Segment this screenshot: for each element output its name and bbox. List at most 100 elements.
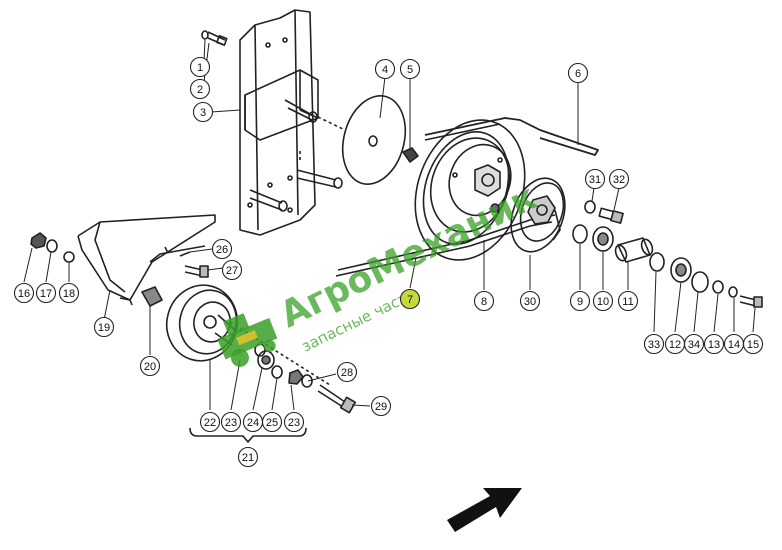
callout-circle	[35, 282, 57, 304]
callout-label: 5	[407, 64, 413, 76]
callout-4: 4	[374, 58, 396, 80]
watermark: АгроМеханик запасные части	[217, 177, 543, 367]
callout-label: 3	[200, 107, 206, 119]
callout-label: 22	[204, 417, 216, 429]
callout-27: 27	[221, 259, 243, 281]
callout-label: 23	[288, 417, 300, 429]
callout-circle	[742, 333, 764, 355]
callout-label: 16	[18, 288, 30, 300]
part-bushing-20	[141, 286, 163, 307]
part-disc-4	[341, 95, 407, 185]
callout-circle	[58, 282, 80, 304]
callout-label: 28	[341, 367, 353, 379]
callout-label: 18	[63, 288, 75, 300]
callout-label: 1	[197, 62, 203, 74]
callout-label: 10	[597, 296, 609, 308]
part-bushing-5	[402, 147, 419, 163]
callout-circle	[93, 316, 115, 338]
callout-circle	[220, 411, 242, 433]
part-washer-17	[46, 239, 58, 253]
part-bearing-24	[257, 350, 275, 370]
part-washer-31	[584, 200, 596, 214]
callout-circle	[569, 290, 591, 312]
callout-circle	[336, 361, 358, 383]
callout-circle	[13, 282, 35, 304]
callout-circle	[584, 168, 606, 190]
callout-label: 19	[98, 322, 110, 334]
callout-label: 12	[669, 339, 681, 351]
callout-label: 14	[728, 339, 740, 351]
callout-label: 20	[144, 361, 156, 373]
tractor-logo	[217, 313, 278, 367]
part-bolt-32	[598, 207, 624, 224]
callout-7: 7	[399, 288, 421, 310]
part-nut-28	[288, 369, 313, 388]
callout-24: 24	[242, 411, 264, 433]
callout-circle	[608, 168, 630, 190]
callout-circle	[211, 238, 233, 260]
callout-circle	[374, 58, 396, 80]
callout-label: 4	[382, 64, 388, 76]
callout-18: 18	[58, 282, 80, 304]
callout-circle	[399, 288, 421, 310]
part-bearing-10	[592, 226, 614, 252]
callout-16: 16	[13, 282, 35, 304]
callout-label: 21	[242, 452, 254, 464]
part-bolt-29	[317, 384, 357, 414]
part-washer-18	[63, 251, 75, 263]
callout-22: 22	[199, 411, 221, 433]
callout-label: 23	[225, 417, 237, 429]
callout-33: 33	[643, 333, 665, 355]
part-pulley-8	[414, 119, 526, 261]
callout-12: 12	[664, 333, 686, 355]
callout-25: 25	[261, 411, 283, 433]
callout-circle	[567, 62, 589, 84]
callout-circle	[643, 333, 665, 355]
callout-circle	[283, 411, 305, 433]
callout-label: 6	[575, 68, 581, 80]
callout-label: 26	[216, 244, 228, 256]
callout-29: 29	[370, 395, 392, 417]
callout-11: 11	[617, 290, 639, 312]
part-bracket-3	[239, 9, 346, 236]
callout-10: 10	[592, 290, 614, 312]
part-arm-19	[77, 214, 216, 306]
callout-label: 29	[375, 401, 387, 413]
callout-label: 11	[622, 296, 633, 308]
callout-circle	[683, 333, 705, 355]
part-spacer-11	[614, 237, 654, 263]
callout-circle	[192, 101, 214, 123]
part-circlip-33	[649, 252, 665, 272]
callout-label: 25	[266, 417, 278, 429]
part-ring-25	[271, 365, 283, 379]
part-washer-14	[728, 286, 738, 298]
part-circlip-34	[691, 271, 709, 293]
callout-23: 23	[283, 411, 305, 433]
callout-label: 31	[589, 174, 601, 186]
callout-14: 14	[723, 333, 745, 355]
callout-label: 34	[688, 339, 700, 351]
part-nut-16	[30, 232, 47, 249]
callout-9: 9	[569, 290, 591, 312]
callout-8: 8	[473, 290, 495, 312]
callout-circle	[592, 290, 614, 312]
callout-circle	[199, 411, 221, 433]
callout-circle	[189, 56, 211, 78]
callout-circle	[189, 78, 211, 100]
callout-label: 15	[747, 339, 759, 351]
callout-23: 23	[220, 411, 242, 433]
callout-label: 33	[648, 339, 660, 351]
callout-circle	[617, 290, 639, 312]
part-bolt-1	[201, 30, 228, 46]
callout-label: 32	[613, 174, 625, 186]
part-bolt-15	[739, 295, 763, 308]
callout-label: 24	[247, 417, 259, 429]
callout-label: 17	[40, 288, 52, 300]
callout-6: 6	[567, 62, 589, 84]
callout-circle	[703, 333, 725, 355]
callout-15: 15	[742, 333, 764, 355]
callout-2: 2	[189, 78, 211, 100]
callout-5: 5	[399, 58, 421, 80]
